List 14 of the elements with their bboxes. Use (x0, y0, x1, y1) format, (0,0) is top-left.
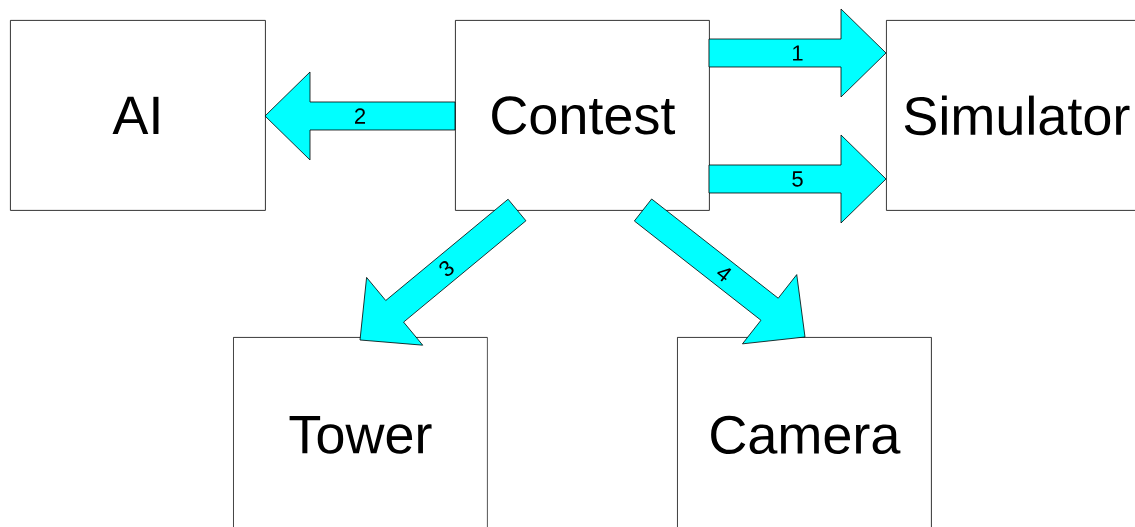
edge-label: 1 (790, 44, 805, 62)
edge-label: 4 (713, 262, 735, 285)
block-arrow (359, 198, 527, 346)
block-arrow (708, 8, 887, 98)
block-arrow (633, 198, 806, 345)
edge-label: 3 (435, 257, 458, 280)
block-arrow (708, 134, 887, 224)
edge-label: 5 (790, 170, 805, 188)
process-box: Simulator (886, 20, 1135, 211)
process-box: Tower (233, 337, 488, 527)
process-box: AI (10, 20, 266, 211)
block-arrow (264, 71, 456, 161)
process-box: Contest (455, 20, 710, 211)
process-box: Camera (677, 337, 932, 527)
